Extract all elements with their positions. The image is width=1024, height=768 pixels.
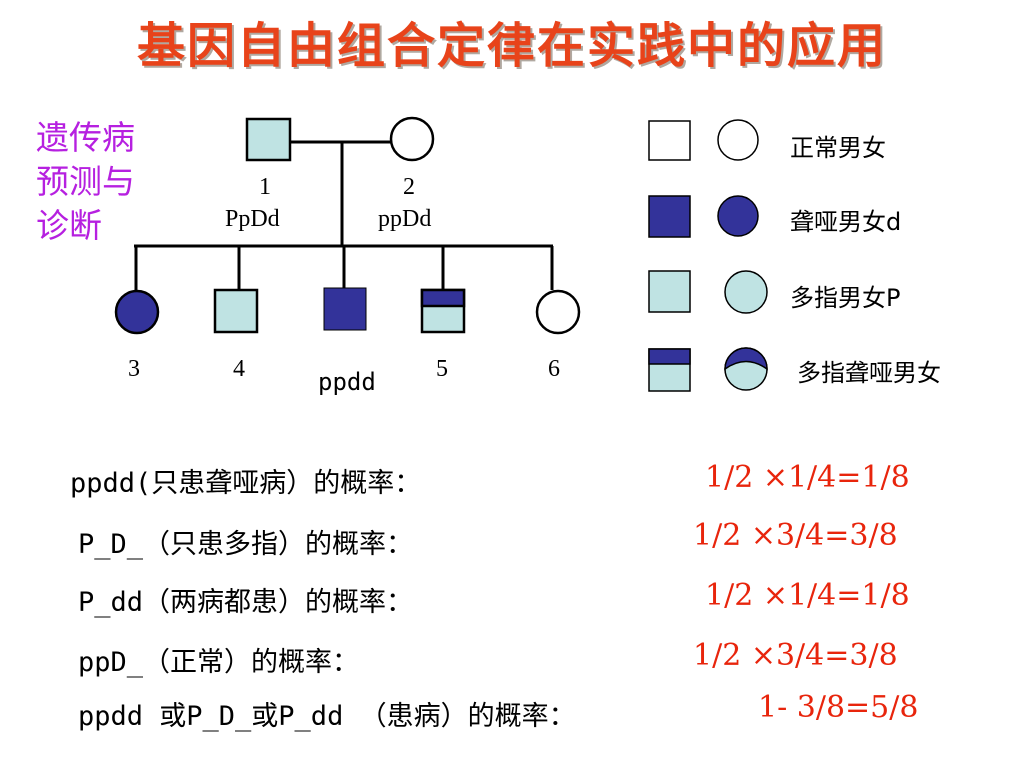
row-answer-5: 1- 3/8=5/8: [758, 690, 919, 725]
pedigree-genotype-mid: ppdd: [318, 368, 376, 396]
legend-deafmute-female: [717, 195, 759, 237]
child-6-female-normal: [535, 289, 581, 335]
pedigree-genotype-1: PpDd: [225, 206, 280, 232]
legend-both-female-upper: [724, 347, 768, 371]
legend-polydactyly-female: [724, 270, 768, 314]
parent-1-male-polydactyly: [245, 117, 292, 162]
row-answer-2: 1/2 ×3/4=3/8: [693, 518, 898, 553]
pedigree-number-4: 4: [233, 356, 245, 382]
pedigree-genotype-2: ppDd: [378, 206, 432, 232]
row-label-2: P_D_（只患多指）的概率：: [78, 529, 414, 560]
child-4-male-polydactyly: [213, 288, 259, 334]
pedigree-number-2: 2: [403, 174, 415, 200]
legend-deafmute-label: 聋哑男女d: [790, 208, 902, 236]
legend-both-male-upper: [648, 348, 691, 365]
row-answer-1: 1/2 ×1/4=1/8: [705, 460, 910, 495]
pedigree-number-1: 1: [259, 174, 271, 200]
row-label-5: ppdd 或P_D_或P_dd （患病）的概率：: [78, 701, 576, 732]
legend-normal-label: 正常男女: [790, 134, 886, 162]
child-5-male-both-upper: [420, 288, 466, 308]
child-mid-male-deafmute: [323, 287, 367, 331]
page-title: 基因自由组合定律在实践中的应用: [136, 18, 887, 74]
child-3-female-deafmute: [114, 289, 160, 335]
pedigree-number-3: 3: [128, 356, 140, 382]
side-title-line-2: 预测与: [36, 162, 135, 201]
parent-2-female-normal: [389, 116, 435, 162]
legend-normal-male: [648, 120, 691, 161]
row-answer-4: 1/2 ×3/4=3/8: [693, 638, 898, 673]
pedigree-number-6: 6: [548, 356, 560, 382]
row-label-3: P_dd（两病都患）的概率：: [78, 587, 414, 618]
legend-normal-female: [717, 119, 759, 161]
row-answer-3: 1/2 ×1/4=1/8: [705, 578, 910, 613]
legend-both-label: 多指聋哑男女: [797, 359, 941, 387]
row-label-4: ppD_（正常）的概率：: [78, 647, 360, 678]
legend-polydactyly-label: 多指男女P: [790, 284, 901, 312]
side-title-line-3: 诊断: [36, 206, 102, 245]
pedigree-number-5: 5: [436, 356, 448, 382]
legend-polydactyly-male: [648, 270, 691, 313]
side-title: 遗传病 预测与 诊断: [36, 116, 176, 248]
row-label-1: ppdd(只患聋哑病）的概率：: [70, 468, 422, 499]
legend-deafmute-male: [648, 195, 691, 238]
side-title-line-1: 遗传病: [36, 118, 135, 157]
